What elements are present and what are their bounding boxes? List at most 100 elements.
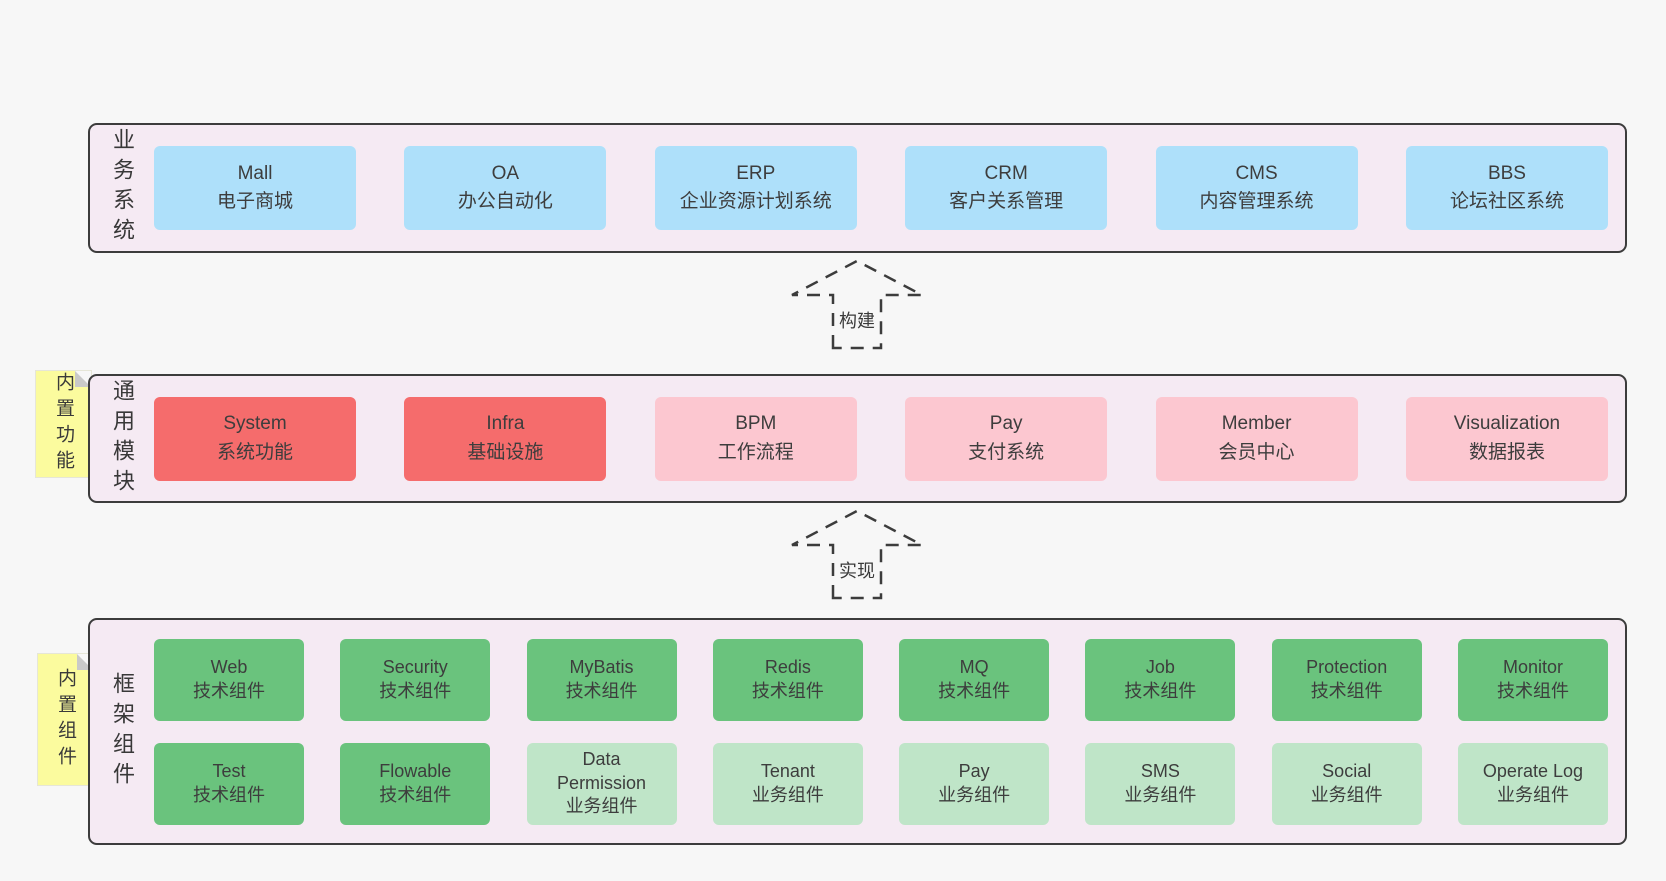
box-title: ERP [736,162,776,184]
box-subtitle: 论坛社区系统 [1449,191,1564,212]
box-subtitle: 工作流程 [717,441,794,463]
box-subtitle: 企业资源计划系统 [679,191,832,212]
box-system: System 系统功能 [154,396,356,481]
box-infra: Infra 基础设施 [404,396,607,481]
box-subtitle: 业务组件 [751,784,824,805]
panel-label-text: 框架组件 [110,671,135,792]
box-title: Monitor [1502,656,1563,677]
framework-row-1: Web 技术组件 Security 技术组件 MyBatis 技术组件 Redi… [154,638,1608,721]
box-subtitle: 会员中心 [1218,441,1295,463]
box-title: Web [210,656,248,677]
box-title: CRM [984,162,1028,184]
box-subtitle: 技术组件 [565,680,638,701]
panel-label-text: 业务系统 [110,128,135,248]
box-title: Member [1221,413,1292,434]
box-title: Test [212,760,246,781]
box-title: OA [491,162,520,184]
box-subtitle: 业务组件 [1124,784,1197,805]
box-sms: SMS 业务组件 [1085,742,1236,825]
panel-label-modules: 通用模块 [90,376,146,501]
box-operate-log: Operate Log 业务组件 [1457,742,1608,825]
box-title: SMS [1140,760,1180,781]
box-subtitle: 系统功能 [216,441,293,463]
box-title: Protection [1306,656,1388,677]
box-security: Security 技术组件 [340,638,491,721]
box-title: System [223,413,287,434]
box-monitor: Monitor 技术组件 [1457,638,1608,721]
box-bbs: BBS 论坛社区系统 [1405,146,1608,230]
box-subtitle: 技术组件 [193,680,265,701]
box-subtitle: 基础设施 [467,441,544,463]
box-subtitle: 办公自动化 [457,191,553,212]
box-subtitle: 业务组件 [1496,784,1569,805]
box-subtitle: 技术组件 [379,784,452,805]
box-title: Data Permission [557,748,647,793]
business-boxes-row: Mall 电子商城 OA 办公自动化 ERP 企业资源计划系统 CRM 客户关系… [146,125,1625,251]
panel-framework-components: 框架组件 Web 技术组件 Security 技术组件 MyBatis 技术组件… [88,618,1627,845]
module-boxes-row: System 系统功能 Infra 基础设施 BPM 工作流程 Pay 支付系统… [146,376,1625,501]
box-subtitle: 技术组件 [751,680,824,701]
box-title: BBS [1487,162,1526,184]
box-member: Member 会员中心 [1155,396,1358,481]
up-arrow-icon [791,509,923,600]
folded-corner-icon [75,371,91,387]
framework-boxes-grid: Web 技术组件 Security 技术组件 MyBatis 技术组件 Redi… [146,620,1625,843]
box-crm: CRM 客户关系管理 [905,146,1108,230]
box-subtitle: 技术组件 [379,680,452,701]
box-subtitle: 技术组件 [938,680,1011,701]
box-title: Pay [958,760,990,781]
box-title: Operate Log [1482,760,1583,781]
box-title: Social [1322,760,1372,781]
box-redis: Redis 技术组件 [712,638,863,721]
box-test: Test 技术组件 [154,742,304,825]
box-title: Security [382,656,448,677]
box-subtitle: 支付系统 [968,441,1045,463]
box-social: Social 业务组件 [1271,742,1422,825]
box-oa: OA 办公自动化 [404,146,607,230]
sticky-note-builtin-components: 内置组件 [38,654,93,785]
sticky-note-text: 内置组件 [55,667,76,772]
sticky-note-text: 内置功能 [53,372,74,476]
box-bpm: BPM 工作流程 [654,396,857,481]
box-subtitle: 技术组件 [1124,680,1197,701]
box-title: Mall [237,162,273,184]
panel-label-framework: 框架组件 [90,620,146,843]
box-erp: ERP 企业资源计划系统 [654,146,857,230]
panel-business-systems: 业务系统 Mall 电子商城 OA 办公自动化 ERP 企业资源计划系统 CRM… [88,123,1627,253]
box-visualization: Visualization 数据报表 [1405,396,1608,481]
box-title: Job [1145,656,1175,677]
arrow-build: 构建 [772,258,942,350]
framework-row-2: Test 技术组件 Flowable 技术组件 Data Permission … [154,742,1608,825]
box-subtitle: 技术组件 [193,784,265,805]
panel-label-business: 业务系统 [90,125,146,251]
box-subtitle: 业务组件 [1310,784,1383,805]
box-title: CMS [1235,162,1278,184]
box-web: Web 技术组件 [154,638,304,721]
box-subtitle: 业务组件 [938,784,1011,805]
box-subtitle: 技术组件 [1496,680,1569,701]
box-subtitle: 客户关系管理 [949,191,1064,212]
box-title: MQ [959,656,989,677]
arrow-label: 构建 [835,306,879,334]
box-tenant: Tenant 业务组件 [712,742,863,825]
box-subtitle: 业务组件 [565,796,638,817]
box-subtitle: 内容管理系统 [1199,191,1314,212]
box-title: Flowable [379,760,452,781]
box-subtitle: 数据报表 [1468,441,1545,463]
sticky-note-builtin-features: 内置功能 [36,371,91,477]
box-title: MyBatis [569,656,634,677]
box-title: Visualization [1453,413,1561,434]
box-mybatis: MyBatis 技术组件 [526,638,677,721]
arrow-label: 实现 [835,556,879,584]
box-mall: Mall 电子商城 [154,146,356,230]
panel-common-modules: 通用模块 System 系统功能 Infra 基础设施 BPM 工作流程 Pay… [88,374,1627,503]
box-subtitle: 电子商城 [216,191,293,212]
box-pay-biz: Pay 业务组件 [899,742,1050,825]
box-title: Infra [486,413,525,434]
box-title: BPM [735,413,777,434]
box-subtitle: 技术组件 [1310,680,1383,701]
box-data-permission: Data Permission 业务组件 [526,742,677,825]
up-arrow-icon [791,259,923,350]
box-title: Redis [764,656,811,677]
